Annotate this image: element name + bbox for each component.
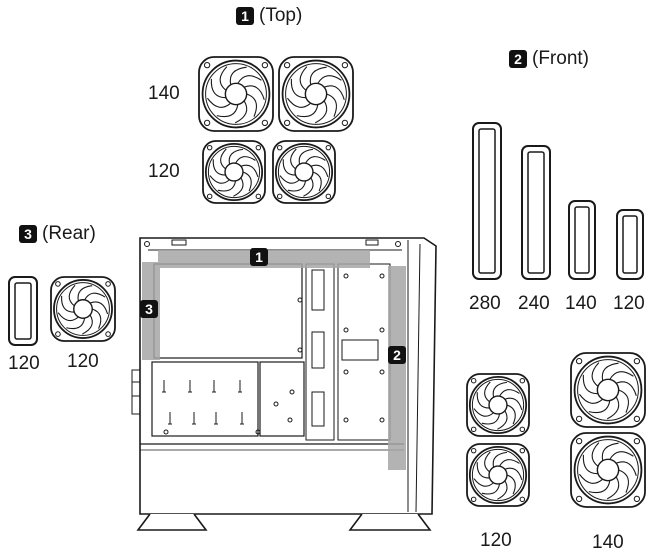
rear-header: 3 (Rear) (19, 224, 96, 243)
front-header: 2 (Front) (509, 49, 589, 68)
front-radiator-280-label: 280 (469, 293, 501, 314)
front-radiator-140 (568, 200, 596, 280)
front-fan-140-bottom (570, 432, 646, 508)
top-header: 1 (Top) (236, 6, 302, 25)
top-badge: 1 (236, 6, 254, 25)
front-radiator-240 (521, 145, 551, 280)
front-fan-120-bottom (466, 443, 530, 507)
top-fan-120-right (272, 140, 336, 204)
case-marker-front: 2 (388, 346, 406, 364)
top-fan-140-left (198, 56, 274, 132)
case-marker-top: 1 (250, 248, 268, 266)
rear-fan-120 (50, 276, 116, 342)
front-radiator-120 (616, 209, 644, 280)
rear-fan-label: 120 (67, 351, 99, 372)
front-fan-140-label: 140 (592, 532, 624, 553)
top-size-120: 120 (148, 161, 180, 182)
front-radiator-120-label: 120 (613, 293, 645, 314)
front-radiator-140-label: 140 (565, 293, 597, 314)
front-fan-140-top (570, 352, 646, 428)
rear-radiator-label: 120 (8, 353, 40, 374)
top-fan-120-left (202, 140, 266, 204)
case-marker-rear: 3 (140, 300, 158, 318)
front-fan-120-top (466, 373, 530, 437)
rear-radiator-120 (8, 276, 38, 346)
front-badge: 2 (509, 49, 527, 68)
rear-label: (Rear) (42, 223, 96, 244)
case-outline (139, 237, 437, 515)
front-radiator-240-label: 240 (518, 293, 550, 314)
case-foot-right (348, 513, 432, 531)
case-foot-left (136, 513, 208, 531)
expansion-slots (162, 380, 244, 425)
front-mount-zone (388, 266, 406, 470)
rear-badge: 3 (19, 224, 37, 243)
front-fan-120-label: 120 (480, 530, 512, 551)
front-radiator-280 (472, 122, 502, 280)
front-label: (Front) (532, 48, 589, 69)
top-label: (Top) (259, 5, 303, 26)
top-fan-140-right (278, 56, 354, 132)
top-size-140: 140 (148, 83, 180, 104)
